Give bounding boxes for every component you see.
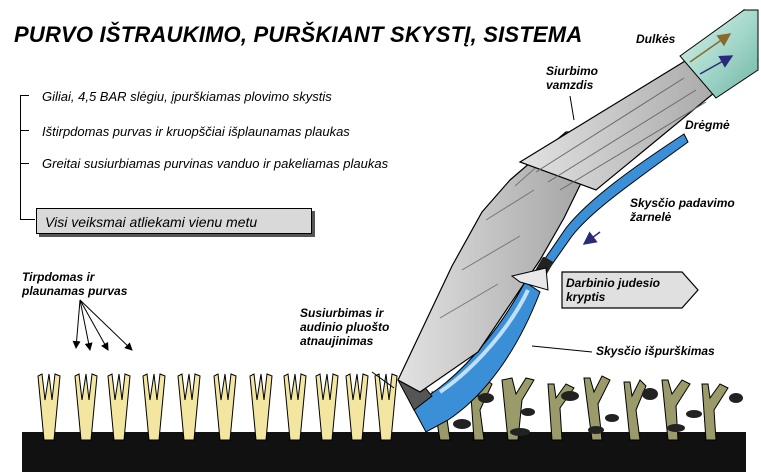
step-2: Ištirpdomas purvas ir kruopščiai išplaun… [42,124,350,139]
clear-hose [679,9,759,99]
page-title: PURVO IŠTRAUKIMO, PURŠKIANT SKYSTĮ, SIST… [14,22,583,47]
step-1: Giliai, 4,5 BAR slėgiu, įpurškiamas plov… [42,89,332,104]
label-moisture: Drėgmė [685,118,730,132]
label-suction-restore: Susiurbimas ir audinio pluošto atnaujini… [300,306,390,348]
label-dissolved-dirt: Tirpdomas ir plaunamas purvas [22,270,128,298]
fluid-spray-stream [411,281,541,433]
work-direction-arrow [561,271,699,309]
summary-box: Visi veiksmai atliekami vienu metu [36,208,312,234]
label-fluid-spray: Skysčio išpurškimas [596,344,715,358]
step-3: Greitai susiurbiamas purvinas vanduo ir … [42,156,389,171]
label-dust: Dulkės [636,32,676,46]
steps-bracket [20,95,35,220]
dirt-particles [453,388,743,436]
label-suction-tube: Siurbimo vamzdis [546,64,599,92]
clean-fibers [37,373,398,441]
label-fluid-hose: Skysčio padavimo žarnelė [630,196,735,224]
label-work-direction: Darbinio judesio kryptis [566,276,661,304]
